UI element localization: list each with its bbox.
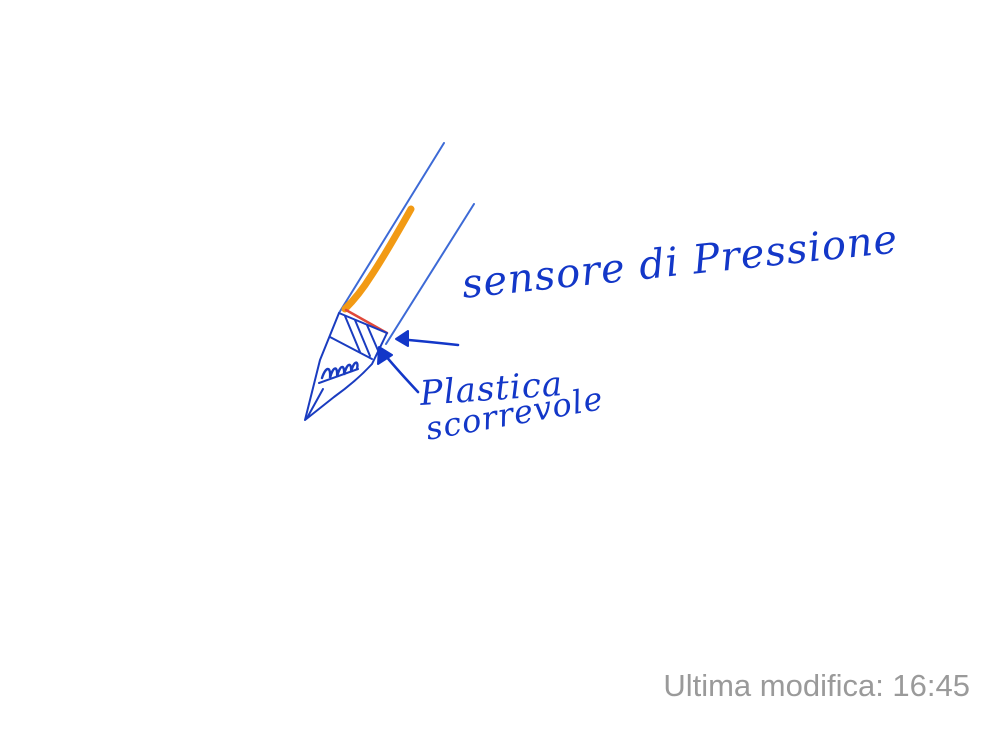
nib-tip-line	[306, 388, 324, 419]
refill-stroke	[341, 205, 415, 313]
pen-barrel-left-line	[338, 142, 445, 314]
spring-coil	[320, 361, 359, 380]
nib-housing-outline	[304, 312, 388, 421]
spring-base	[318, 368, 359, 384]
sensor-arrow-head	[395, 330, 409, 347]
plastic-arrow-head	[377, 346, 393, 365]
last-modified-text: Ultima modifica: 16:45	[663, 668, 970, 703]
plastic-segment-line-2	[354, 319, 371, 357]
housing-inner-line	[329, 336, 373, 360]
pen-barrel-right-line	[385, 203, 475, 345]
plastic-segment-line-1	[344, 315, 361, 353]
